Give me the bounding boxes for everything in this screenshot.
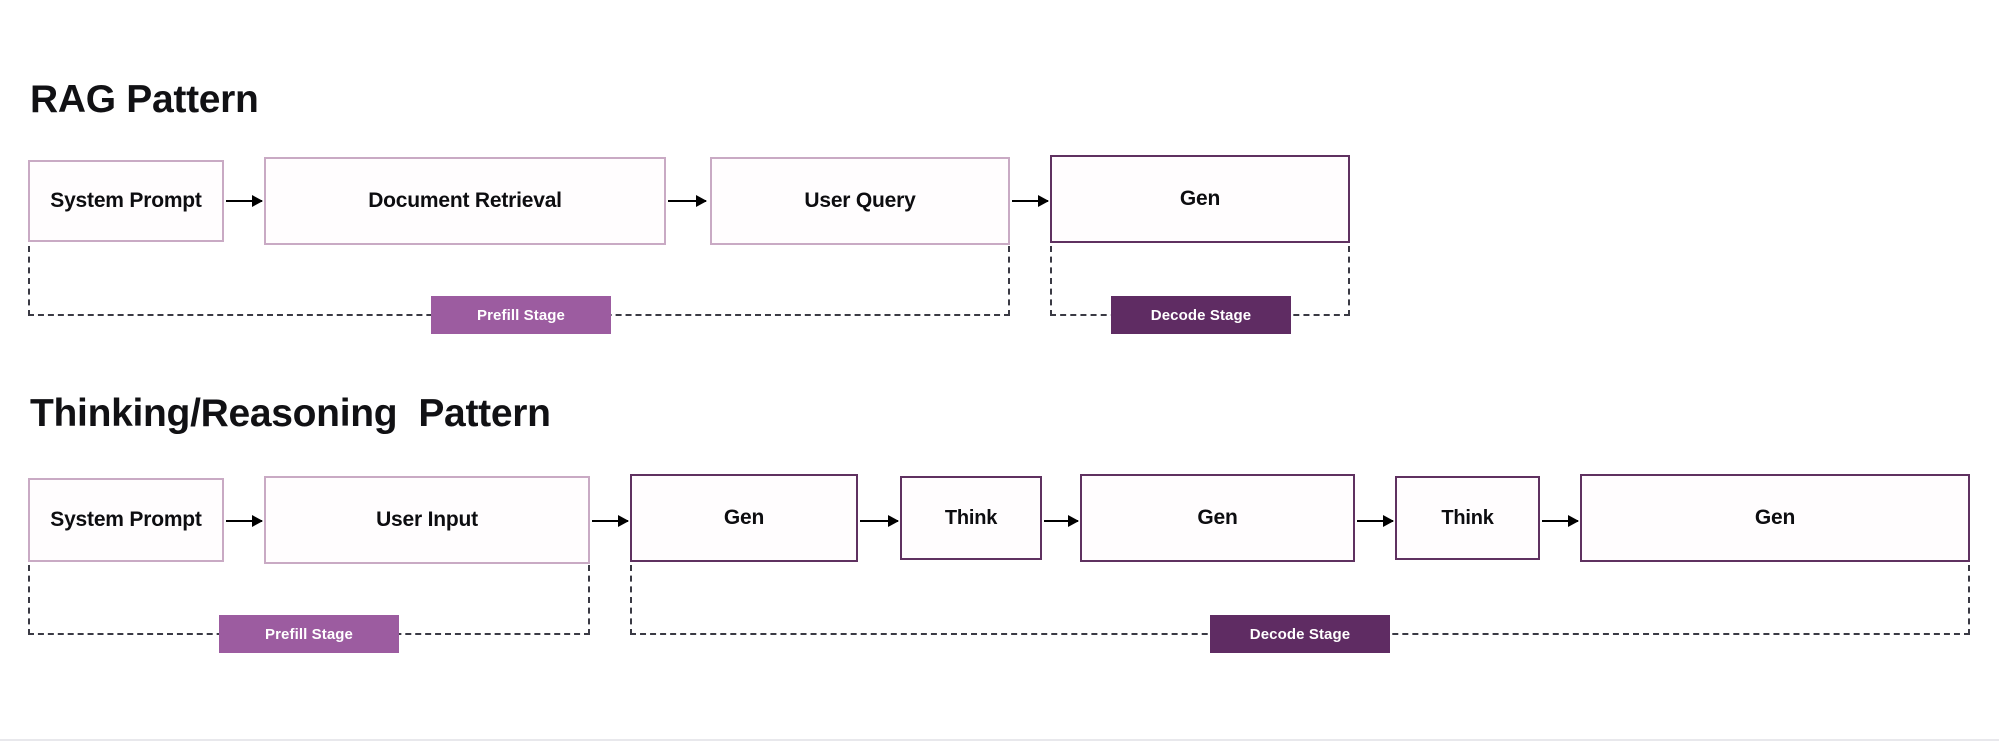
node-label: System Prompt <box>50 508 202 531</box>
node-rag-gen[interactable]: Gen <box>1050 155 1350 243</box>
arrow-rag-1 <box>226 195 263 207</box>
node-label: Gen <box>723 506 765 529</box>
node-label: Gen <box>1179 187 1221 210</box>
stage-badge-rag-prefill[interactable]: Prefill Stage <box>431 296 611 334</box>
node-label: Document Retrieval <box>368 189 562 212</box>
arrow-rag-3 <box>1012 195 1049 207</box>
arrow-think-2 <box>592 515 629 527</box>
arrow-think-1 <box>226 515 263 527</box>
stage-badge-label: Decode Stage <box>1249 625 1351 643</box>
node-label: Gen <box>1197 506 1238 529</box>
node-think-system-prompt[interactable]: System Prompt <box>28 478 224 562</box>
node-label: Think <box>1441 506 1494 529</box>
stage-badge-rag-decode[interactable]: Decode Stage <box>1111 296 1291 334</box>
node-rag-document-retrieval[interactable]: Document Retrieval <box>264 157 666 245</box>
stage-badge-label: Decode Stage <box>1150 306 1252 324</box>
node-think-gen-3[interactable]: Gen <box>1580 474 1970 562</box>
node-think-think-1[interactable]: Think <box>900 476 1042 560</box>
stage-badge-label: Prefill Stage <box>265 625 353 643</box>
bottom-divider <box>0 739 1999 741</box>
node-label: System Prompt <box>50 189 202 212</box>
section-title-rag: RAG Pattern <box>30 78 259 121</box>
node-rag-system-prompt[interactable]: System Prompt <box>28 160 224 242</box>
node-think-gen-1[interactable]: Gen <box>630 474 858 562</box>
arrow-think-3 <box>860 515 899 527</box>
node-rag-user-query[interactable]: User Query <box>710 157 1010 245</box>
arrow-think-5 <box>1357 515 1394 527</box>
section-title-thinking: Thinking/Reasoning Pattern <box>30 392 551 435</box>
node-think-gen-2[interactable]: Gen <box>1080 474 1355 562</box>
node-think-think-2[interactable]: Think <box>1395 476 1540 560</box>
node-label: Think <box>944 506 998 529</box>
arrow-think-6 <box>1542 515 1579 527</box>
node-label: User Query <box>804 189 916 212</box>
node-label: Gen <box>1754 506 1796 529</box>
node-label: User Input <box>376 508 478 531</box>
stage-badge-think-prefill[interactable]: Prefill Stage <box>219 615 399 653</box>
stage-badge-label: Prefill Stage <box>477 306 565 324</box>
arrow-think-4 <box>1044 515 1079 527</box>
stage-badge-think-decode[interactable]: Decode Stage <box>1210 615 1390 653</box>
node-think-user-input[interactable]: User Input <box>264 476 590 564</box>
arrow-rag-2 <box>668 195 707 207</box>
